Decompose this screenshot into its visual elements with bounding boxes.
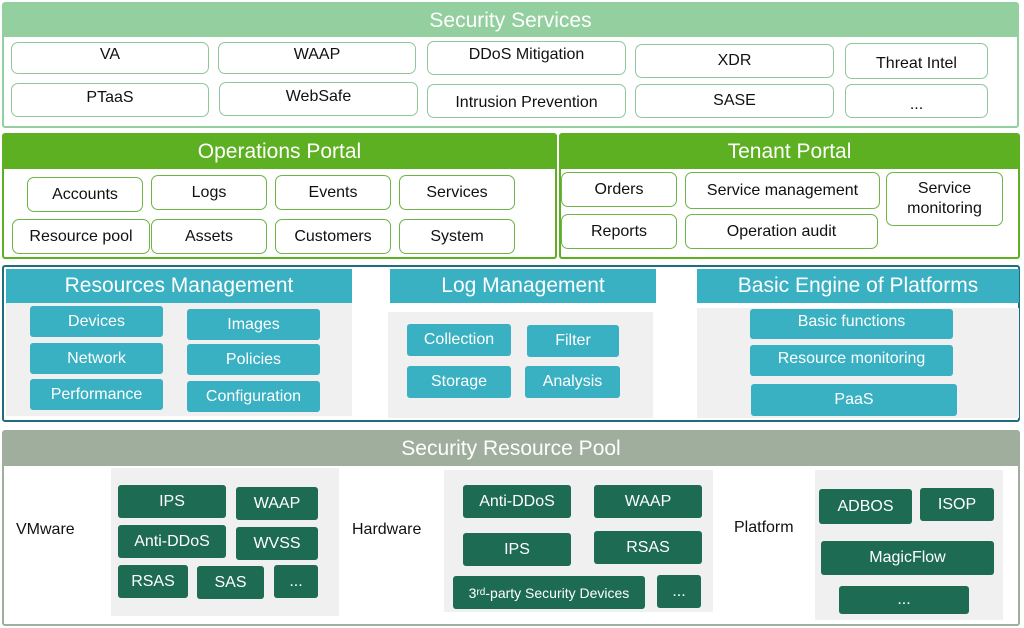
- engine-basic-functions: Basic functions: [750, 309, 953, 339]
- vm-sas: SAS: [197, 566, 264, 599]
- ops-events: Events: [275, 175, 391, 210]
- ops-customers: Customers: [275, 219, 391, 254]
- resource-pool-title: Security Resource Pool: [4, 432, 1018, 466]
- basic-engine-title: Basic Engine of Platforms: [697, 269, 1019, 303]
- rm-performance: Performance: [30, 379, 163, 410]
- vmware-label: VMware: [16, 521, 75, 538]
- service-threat-intel: Threat Intel: [845, 43, 988, 79]
- service-more: ...: [845, 84, 988, 118]
- service-ddos-mitigation: DDoS Mitigation: [427, 41, 626, 75]
- ops-logs: Logs: [151, 175, 267, 210]
- tenant-portal-title: Tenant Portal: [561, 135, 1018, 169]
- hw-third-party-text: -party Security Devices: [485, 584, 630, 601]
- hw-ips: IPS: [463, 533, 571, 566]
- platform-more: ...: [839, 586, 969, 614]
- tenant-service-monitoring: Service monitoring: [886, 172, 1003, 226]
- vm-rsas: RSAS: [118, 565, 188, 598]
- platform-adbos: ADBOS: [819, 489, 912, 524]
- ops-services: Services: [399, 175, 515, 210]
- tenant-service-management: Service management: [685, 172, 880, 209]
- log-storage: Storage: [407, 366, 511, 398]
- ops-resource-pool: Resource pool: [12, 219, 150, 254]
- tenant-reports: Reports: [561, 214, 677, 249]
- hw-more: ...: [657, 575, 701, 608]
- ops-system: System: [399, 219, 515, 254]
- service-waap: WAAP: [218, 42, 416, 74]
- log-filter: Filter: [527, 325, 619, 357]
- hw-third-party-number: 3: [468, 584, 477, 601]
- tenant-operation-audit: Operation audit: [685, 214, 878, 249]
- resource-pool-section: Security Resource Pool: [2, 430, 1020, 626]
- hw-rsas: RSAS: [594, 531, 702, 564]
- platform-isop: ISOP: [920, 488, 994, 521]
- rm-images: Images: [187, 309, 320, 340]
- ops-accounts: Accounts: [27, 177, 143, 212]
- engine-paas: PaaS: [751, 384, 957, 416]
- rm-configuration: Configuration: [187, 381, 320, 412]
- rm-policies: Policies: [187, 344, 320, 375]
- tenant-orders: Orders: [561, 172, 677, 207]
- rm-devices: Devices: [30, 306, 163, 337]
- operations-portal-section: Operations Portal: [2, 133, 557, 259]
- platform-label: Platform: [734, 519, 794, 536]
- operations-portal-title: Operations Portal: [4, 135, 555, 169]
- vm-ips: IPS: [118, 485, 226, 518]
- log-analysis: Analysis: [525, 366, 620, 398]
- service-va: VA: [11, 42, 209, 74]
- security-services-section: Security Services: [2, 2, 1019, 128]
- hw-anti-ddos: Anti-DDoS: [463, 485, 571, 518]
- vm-anti-ddos: Anti-DDoS: [118, 525, 226, 558]
- security-services-title: Security Services: [4, 4, 1017, 37]
- service-ptaas: PTaaS: [11, 83, 209, 117]
- ops-assets: Assets: [151, 219, 267, 254]
- service-websafe: WebSafe: [219, 82, 418, 116]
- management-section: [2, 265, 1020, 422]
- service-sase: SASE: [635, 84, 834, 118]
- vm-more: ...: [274, 565, 318, 598]
- tenant-portal-section: Tenant Portal: [559, 133, 1020, 259]
- log-collection: Collection: [407, 324, 511, 356]
- vm-waap: WAAP: [236, 487, 318, 520]
- service-intrusion-prevention: Intrusion Prevention: [427, 84, 626, 118]
- hw-waap: WAAP: [594, 485, 702, 518]
- log-management-title: Log Management: [390, 269, 656, 303]
- resources-management-title: Resources Management: [6, 269, 352, 303]
- engine-resource-monitoring: Resource monitoring: [750, 345, 953, 376]
- service-xdr: XDR: [635, 44, 834, 78]
- hardware-label: Hardware: [352, 521, 422, 538]
- vm-wvss: WVSS: [236, 527, 318, 560]
- rm-network: Network: [30, 343, 163, 374]
- platform-magicflow: MagicFlow: [821, 541, 994, 575]
